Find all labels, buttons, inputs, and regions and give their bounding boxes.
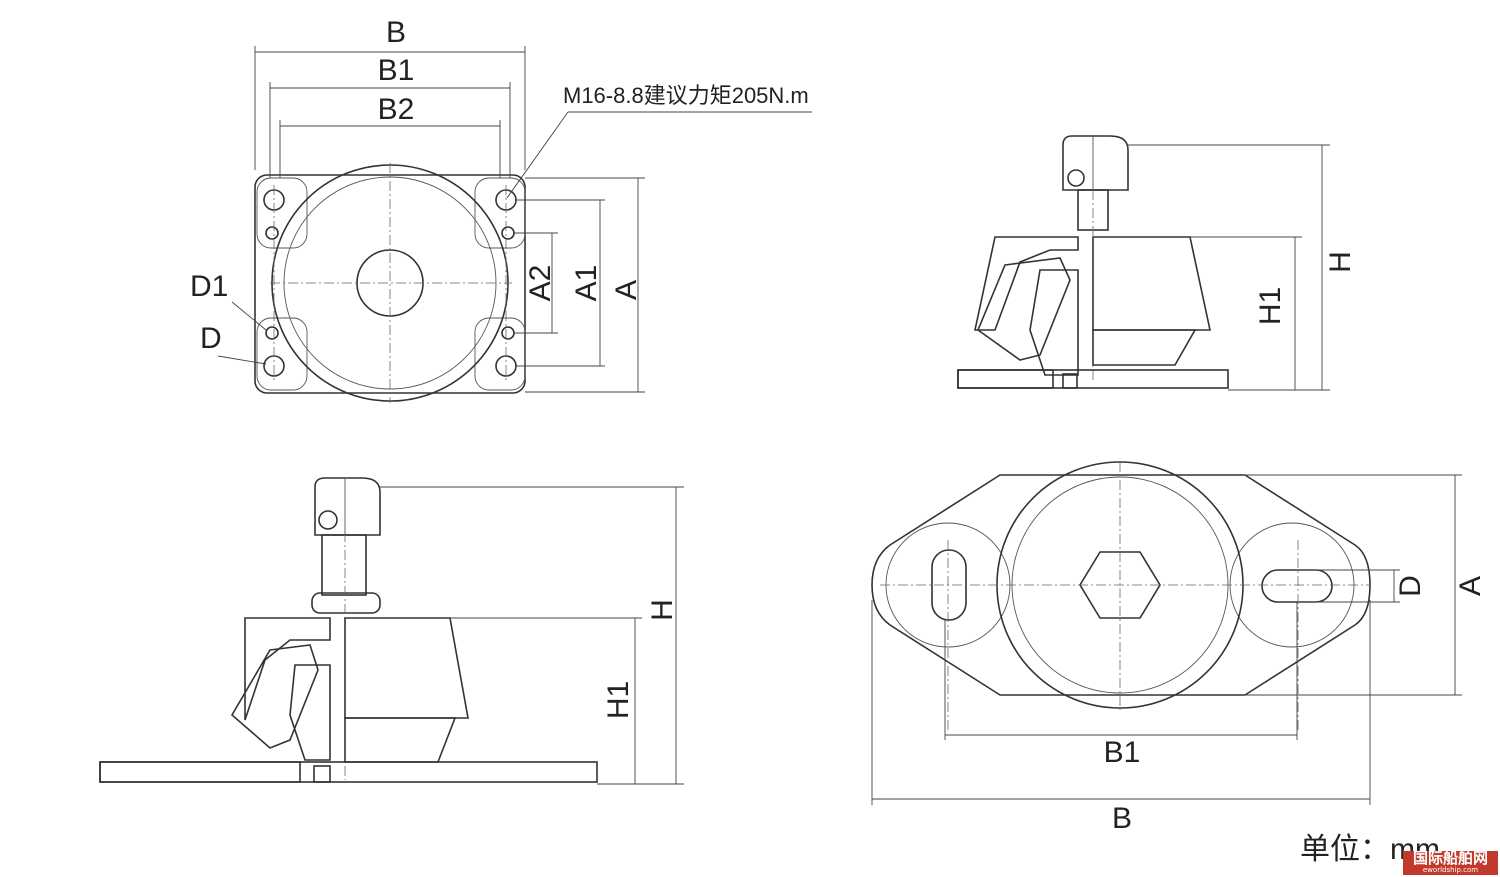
label-a1: A1 [570, 265, 603, 302]
label-b-oval: B [1112, 802, 1132, 835]
rubber-element [977, 257, 1071, 361]
cap-nut [314, 477, 381, 536]
bolt [321, 534, 367, 596]
hole-d1 [265, 226, 279, 240]
label-b1-oval: B1 [1104, 736, 1141, 769]
section-view-small: H H1 [957, 135, 1357, 391]
mount-body [344, 617, 469, 719]
oval-plan-view: B1 B D A [871, 461, 1487, 835]
label-a: A [610, 280, 643, 300]
lock-nut [311, 592, 381, 614]
label-d: D [200, 322, 222, 355]
mount-body [1092, 236, 1211, 331]
plan-view: B B1 B2 M16-8.8建议力矩205N.m D1 D A2 A1 A [190, 16, 812, 403]
label-a2: A2 [524, 265, 557, 302]
hole-d1 [501, 326, 515, 340]
lug-top-left [256, 177, 308, 249]
housing-section [974, 236, 1079, 331]
nut [1067, 169, 1085, 187]
slot-right [1261, 569, 1333, 603]
bolt-torque-note: M16-8.8建议力矩205N.m [563, 83, 809, 108]
lug-top-right [474, 177, 526, 249]
label-h1-small: H1 [1254, 287, 1287, 325]
hole-d1 [265, 326, 279, 340]
lug-bottom-left [256, 317, 308, 391]
label-a-oval: A [1454, 576, 1487, 596]
label-h1-large: H1 [602, 681, 635, 719]
label-d1: D1 [190, 270, 228, 303]
unit-label: 单位： [1300, 833, 1390, 866]
label-b: B [386, 16, 406, 49]
unit-note: 单位：mm [1300, 824, 1440, 868]
base-plate [99, 761, 598, 783]
label-h-small: H [1324, 251, 1357, 273]
cap-nut [1062, 135, 1129, 191]
label-d-oval: D [1394, 575, 1427, 597]
label-h-large: H [646, 599, 679, 621]
watermark-url: eworldship.com [1422, 866, 1479, 874]
section-view-large: H H1 [99, 477, 684, 785]
housing-section [244, 617, 331, 721]
hole-d1 [501, 226, 515, 240]
lug-bottom-right [474, 317, 526, 391]
label-b1: B1 [378, 54, 415, 87]
label-b2: B2 [378, 93, 415, 126]
watermark-name: 国际船舶网 [1412, 851, 1488, 867]
watermark-logo: 国际船舶网 eworldship.com [1403, 851, 1498, 875]
rubber-element [230, 644, 319, 749]
